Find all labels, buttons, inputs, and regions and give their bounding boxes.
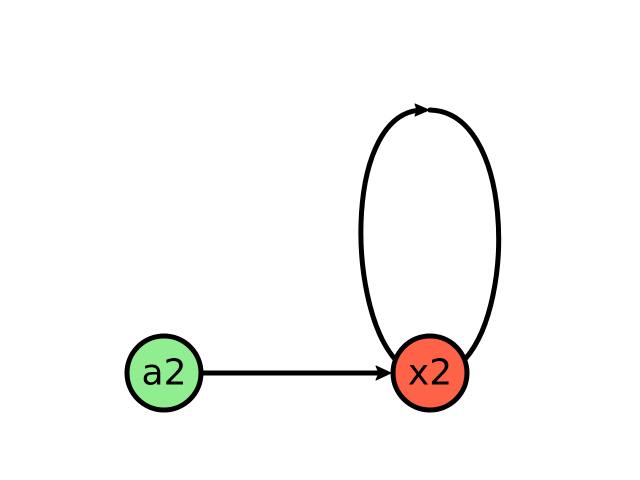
node-x2-circle: [390, 333, 470, 413]
node-a2-label: a2: [142, 353, 187, 394]
self-loop-arrowhead: [414, 103, 430, 117]
node-a2[interactable]: a2: [124, 333, 204, 413]
self-loop-path: [358, 107, 502, 361]
node-a2-circle: [124, 333, 204, 413]
edge-a2-x2-arrowhead: [375, 365, 392, 381]
edge-x2-x2-self-loop: [358, 103, 502, 361]
node-x2-label: x2: [408, 353, 452, 394]
edge-a2-x2: [199, 365, 392, 381]
node-x2[interactable]: x2: [390, 333, 470, 413]
